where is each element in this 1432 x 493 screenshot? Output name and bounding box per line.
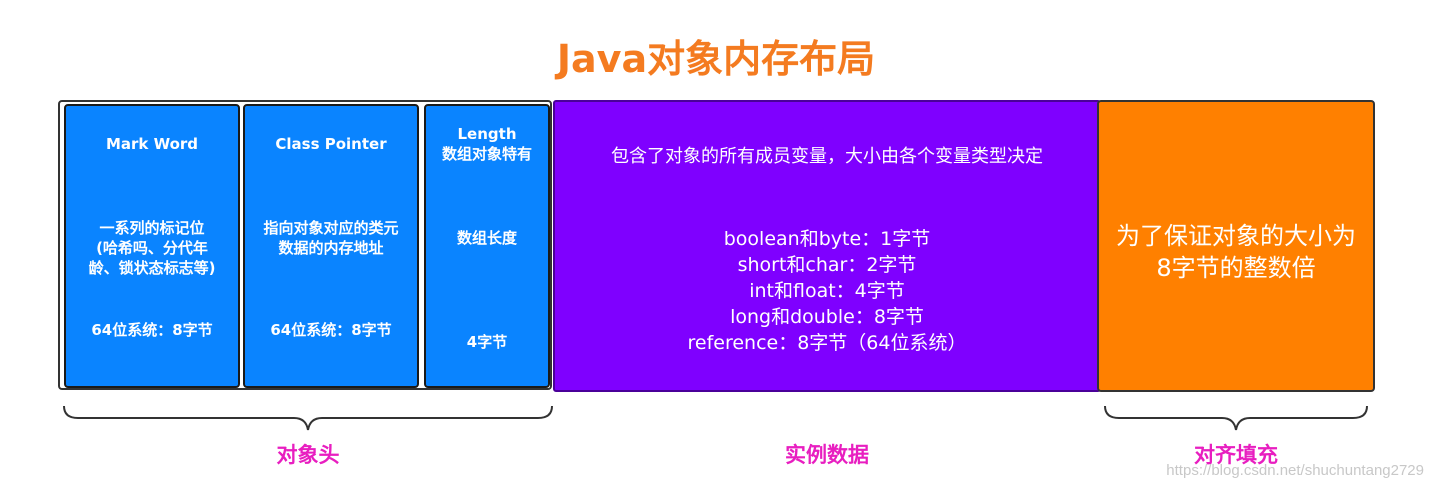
length-box: Length 数组对象特有 数组长度 4字节 [424,104,550,388]
type-size-list: boolean和byte：1字节 short和char：2字节 int和floa… [555,226,1099,356]
mark-word-size: 64位系统：8字节 [91,321,213,339]
instance-data-desc: 包含了对象的所有成员变量，大小由各个变量类型决定 [611,146,1043,167]
class-pointer-desc-2: 数据的内存地址 [278,239,384,257]
class-pointer-heading: Class Pointer [275,135,387,153]
diagram-title: Java对象内存布局 [556,37,876,81]
padding-desc-2: 8字节的整数倍 [1156,254,1316,282]
instance-data-label: 实例数据 [785,443,869,467]
type-size-long-double: long和double：8字节 [730,306,924,328]
mark-word-box: Mark Word 一系列的标记位 (哈希吗、分代年 龄、锁状态标志等) 64位… [64,104,240,388]
length-subheading: 数组对象特有 [441,145,532,163]
mark-word-heading: Mark Word [105,135,199,153]
class-pointer-box: Class Pointer 指向对象对应的类元 数据的内存地址 64位系统：8字… [243,104,419,388]
class-pointer-desc-1: 指向对象对应的类元 [263,219,399,237]
type-size-int-float: int和float：4字节 [749,280,905,302]
length-heading: Length [457,125,517,143]
mark-word-desc-2: (哈希吗、分代年 [96,239,208,257]
padding-box: 为了保证对象的大小为 8字节的整数倍 [1097,100,1375,392]
watermark-url: https://blog.csdn.net/shuchuntang2729 [1166,462,1424,479]
padding-desc-1: 为了保证对象的大小为 [1116,222,1356,250]
object-header-brace [63,405,553,431]
type-size-short-char: short和char：2字节 [737,254,917,276]
padding-brace [1104,405,1368,431]
length-size: 4字节 [466,333,508,351]
mark-word-desc-3: 龄、锁状态标志等) [88,259,216,277]
length-desc: 数组长度 [456,229,517,247]
instance-data-box: 包含了对象的所有成员变量，大小由各个变量类型决定 boolean和byte：1字… [553,100,1101,392]
padding-label: 对齐填充 [1194,443,1278,467]
class-pointer-size: 64位系统：8字节 [270,321,392,339]
object-header-label: 对象头 [276,443,340,467]
type-size-reference: reference：8字节（64位系统） [687,332,967,354]
mark-word-desc-1: 一系列的标记位 [99,219,205,237]
type-size-boolean-byte: boolean和byte：1字节 [723,228,931,250]
